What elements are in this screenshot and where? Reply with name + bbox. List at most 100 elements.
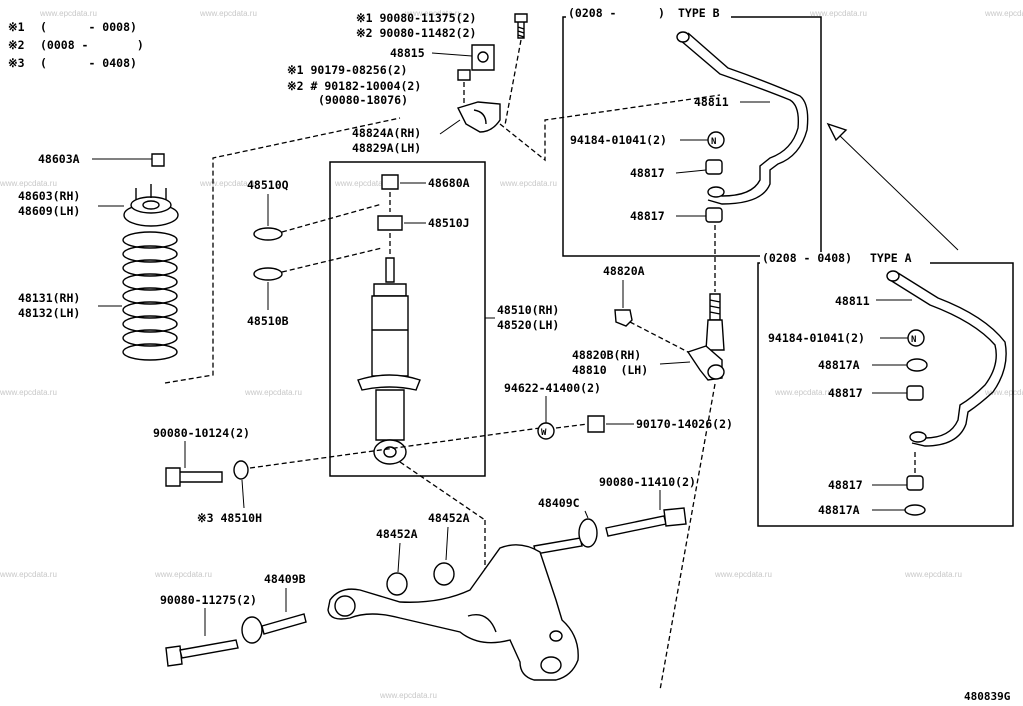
bushing bbox=[471, 44, 495, 71]
cam-plate bbox=[241, 616, 263, 644]
bar-eye bbox=[909, 431, 927, 443]
label-bolt: ※2 90080-11482(2) bbox=[356, 26, 476, 40]
watermark-layer: www.epcdata.ru www.epcdata.ru www.epcdat… bbox=[0, 9, 1023, 700]
leader-line bbox=[675, 169, 707, 174]
watermark: www.epcdata.ru bbox=[0, 570, 57, 579]
stabilizer-bar bbox=[889, 279, 997, 439]
watermark: www.epcdata.ru bbox=[809, 9, 867, 18]
note-range: (0008 - ) bbox=[40, 38, 144, 52]
bolt-head bbox=[165, 645, 183, 667]
bushing bbox=[906, 475, 924, 491]
label-bushing: 48817 bbox=[630, 166, 665, 180]
stabilizer-bar-edge bbox=[897, 272, 1007, 447]
assembly-line bbox=[555, 423, 589, 429]
note-mark: ※1 bbox=[8, 20, 25, 34]
nut-symbol-glyph: N bbox=[911, 335, 916, 345]
figure-code: 480839G bbox=[964, 690, 1011, 703]
link-stud bbox=[709, 293, 721, 321]
arm-bushing bbox=[540, 656, 562, 674]
assembly-line bbox=[281, 203, 383, 233]
assembly-line bbox=[629, 321, 689, 353]
label-bushing: 48817A bbox=[818, 358, 860, 372]
upper-support-hole bbox=[142, 200, 160, 210]
bar-end bbox=[676, 31, 690, 43]
leader-line bbox=[439, 119, 461, 135]
bolt-shank bbox=[517, 22, 525, 39]
label-nut: (90080-18076) bbox=[318, 93, 408, 107]
label-support: 48609(LH) bbox=[18, 204, 80, 218]
leader-line bbox=[659, 361, 691, 365]
stabilizer-link-group: 48820A 48820B(RH) 48810 (LH) bbox=[572, 225, 725, 691]
shock-eye bbox=[373, 439, 407, 465]
note-range: ( - 0408) bbox=[40, 56, 137, 70]
watermark: www.epcdata.ru bbox=[379, 691, 437, 700]
arm-hole bbox=[549, 630, 563, 642]
leader-line bbox=[397, 542, 401, 573]
label-nut: 94184-01041(2) bbox=[570, 133, 667, 147]
label-bushing: 48817 bbox=[828, 478, 863, 492]
label-stopper: 48452A bbox=[428, 511, 470, 525]
bolt-shank bbox=[605, 515, 667, 537]
label-nut: 48603A bbox=[38, 152, 80, 166]
link-eye bbox=[707, 364, 725, 380]
bracket bbox=[457, 101, 501, 133]
watermark: www.epcdata.ru bbox=[0, 388, 57, 397]
watermark: www.epcdata.ru bbox=[714, 570, 772, 579]
label-nut: 48820A bbox=[603, 264, 645, 278]
label-nut: 94184-01041(2) bbox=[768, 331, 865, 345]
cam-bolt-shank bbox=[533, 537, 583, 555]
note-mark: ※3 bbox=[8, 56, 25, 70]
label-shock-absorber: 48520(LH) bbox=[497, 318, 559, 332]
label-washer: 48510B bbox=[247, 314, 289, 328]
washer-symbol-icon bbox=[537, 422, 555, 440]
bushing bbox=[906, 358, 928, 372]
type-b-title: TYPE B bbox=[678, 6, 720, 20]
stopper bbox=[386, 572, 408, 596]
label-support: 48603(RH) bbox=[18, 189, 80, 203]
watermark: www.epcdata.ru bbox=[0, 179, 57, 188]
bushing bbox=[705, 159, 723, 175]
stabilizer-bar bbox=[679, 39, 800, 197]
bushing bbox=[233, 460, 249, 480]
shock-body bbox=[371, 295, 409, 377]
shock-washers: 48510Q 48510B bbox=[247, 178, 383, 328]
type-b-range: (0208 - ) bbox=[568, 6, 665, 20]
cam-bolt-shank bbox=[261, 613, 307, 635]
type-b-header-bg bbox=[566, 8, 731, 22]
bushing bbox=[904, 504, 926, 516]
nut bbox=[457, 69, 471, 81]
label-stopper: 48452A bbox=[376, 527, 418, 541]
lower-arm-detail bbox=[467, 614, 497, 633]
watermark: www.epcdata.ru bbox=[334, 179, 392, 188]
shock-absorber-frame bbox=[329, 161, 486, 477]
bolt-head bbox=[165, 467, 181, 487]
label-bushing: 48817A bbox=[818, 503, 860, 517]
watermark: www.epcdata.ru bbox=[499, 179, 557, 188]
type-arrow bbox=[826, 122, 959, 251]
label-bushing: 48815 bbox=[390, 46, 425, 60]
label-link: 48820B(RH) bbox=[572, 348, 641, 362]
assembly-line bbox=[399, 461, 486, 521]
label-bolt: 90080-11275(2) bbox=[160, 593, 257, 607]
label-shock-absorber: 48510(RH) bbox=[497, 303, 559, 317]
type-a-range: (0208 - 0408) bbox=[762, 251, 852, 265]
label-bushing: ※3 48510H bbox=[197, 511, 262, 525]
watermark: www.epcdata.ru bbox=[404, 9, 462, 18]
leader-line bbox=[445, 526, 449, 561]
arm-bushing bbox=[334, 595, 356, 617]
label-cushion: 48680A bbox=[428, 176, 470, 190]
stopper bbox=[433, 562, 455, 586]
type-b-box: (0208 - ) TYPE B N 48811 94184-01041(2) … bbox=[562, 6, 822, 257]
label-nut: ※2 # 90182-10004(2) bbox=[287, 79, 421, 93]
label-cam: 48409C bbox=[538, 496, 580, 510]
bar-end bbox=[886, 270, 900, 282]
lower-arm bbox=[327, 544, 579, 681]
stabilizer-bar-edge bbox=[687, 32, 809, 205]
assembly-line bbox=[659, 383, 716, 691]
washer bbox=[253, 267, 283, 281]
bolt-head bbox=[514, 13, 528, 23]
nut bbox=[614, 309, 633, 327]
watermark: www.epcdata.ru bbox=[984, 9, 1023, 18]
cam-plate bbox=[578, 518, 598, 548]
watermark: www.epcdata.ru bbox=[904, 570, 962, 579]
